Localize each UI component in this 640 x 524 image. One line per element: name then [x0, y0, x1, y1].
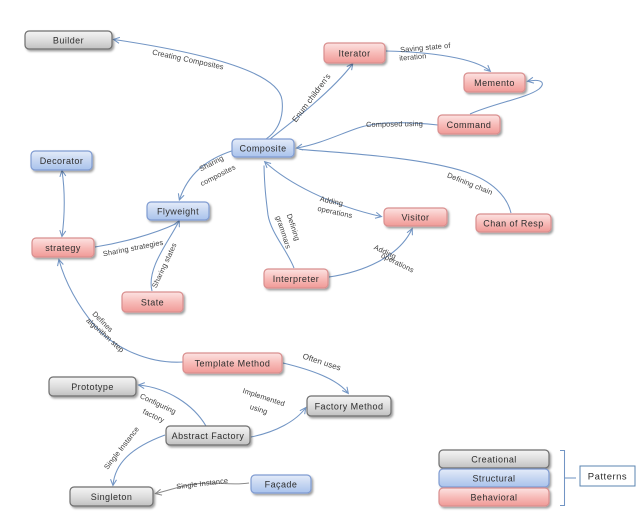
svg-text:Builder: Builder [53, 35, 84, 45]
svg-text:Structural: Structural [472, 473, 515, 483]
svg-text:Composed using: Composed using [366, 119, 423, 129]
svg-text:Command: Command [447, 120, 492, 130]
svg-text:Façade: Façade [265, 479, 298, 489]
svg-text:Factory Method: Factory Method [315, 401, 384, 411]
svg-text:Patterns: Patterns [588, 472, 627, 483]
svg-text:Creational: Creational [471, 454, 517, 464]
svg-text:Visitor: Visitor [402, 212, 430, 222]
svg-text:Template Method: Template Method [195, 358, 271, 368]
svg-text:Decorator: Decorator [40, 156, 84, 166]
svg-text:Behavioral: Behavioral [470, 492, 517, 502]
svg-text:Prototype: Prototype [71, 382, 114, 392]
svg-text:Composite: Composite [239, 143, 286, 153]
svg-text:iteration: iteration [399, 51, 427, 62]
svg-text:Iterator: Iterator [338, 48, 370, 58]
svg-text:Chan of Resp: Chan of Resp [483, 218, 543, 228]
svg-text:State: State [141, 297, 164, 307]
svg-text:Abstract Factory: Abstract Factory [172, 431, 245, 441]
svg-text:Memento: Memento [474, 78, 515, 88]
svg-text:Saving state of: Saving state of [400, 41, 452, 54]
svg-text:Interpreter: Interpreter [273, 274, 319, 284]
svg-text:Flyweight: Flyweight [157, 206, 199, 216]
svg-text:strategy: strategy [45, 243, 81, 253]
svg-text:Singleton: Singleton [91, 492, 133, 502]
